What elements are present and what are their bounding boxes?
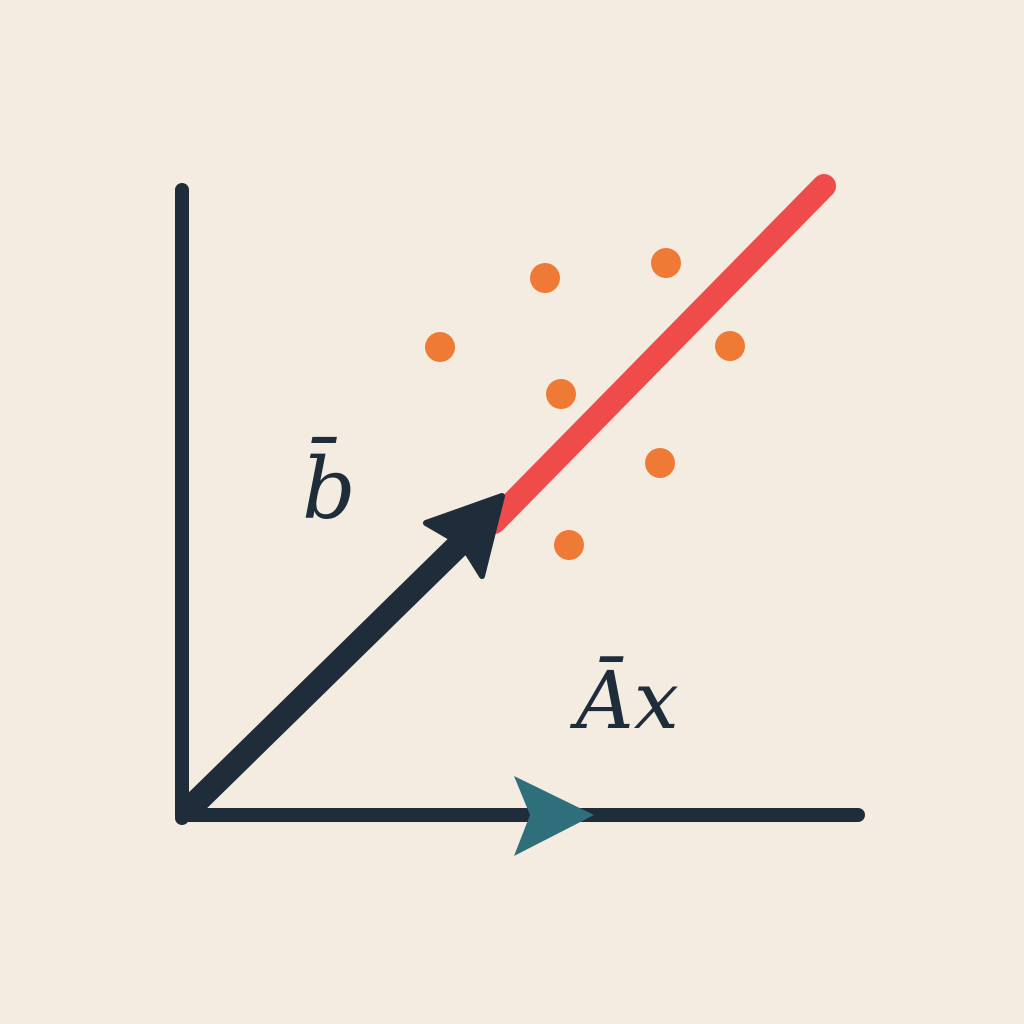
b-vector-arrowhead — [423, 493, 505, 579]
b-vector-shaft — [176, 520, 484, 822]
ax-vector-arrowhead — [514, 776, 594, 856]
data-points — [425, 248, 745, 560]
data-point — [530, 263, 560, 293]
data-point — [546, 379, 576, 409]
data-point — [554, 530, 584, 560]
fit-line — [482, 174, 836, 534]
ax-vector-label: Āx — [569, 654, 679, 747]
data-point — [651, 248, 681, 278]
data-point — [425, 332, 455, 362]
b-vector-label: b̄ — [302, 436, 356, 538]
data-point — [715, 331, 745, 361]
data-point — [645, 448, 675, 478]
